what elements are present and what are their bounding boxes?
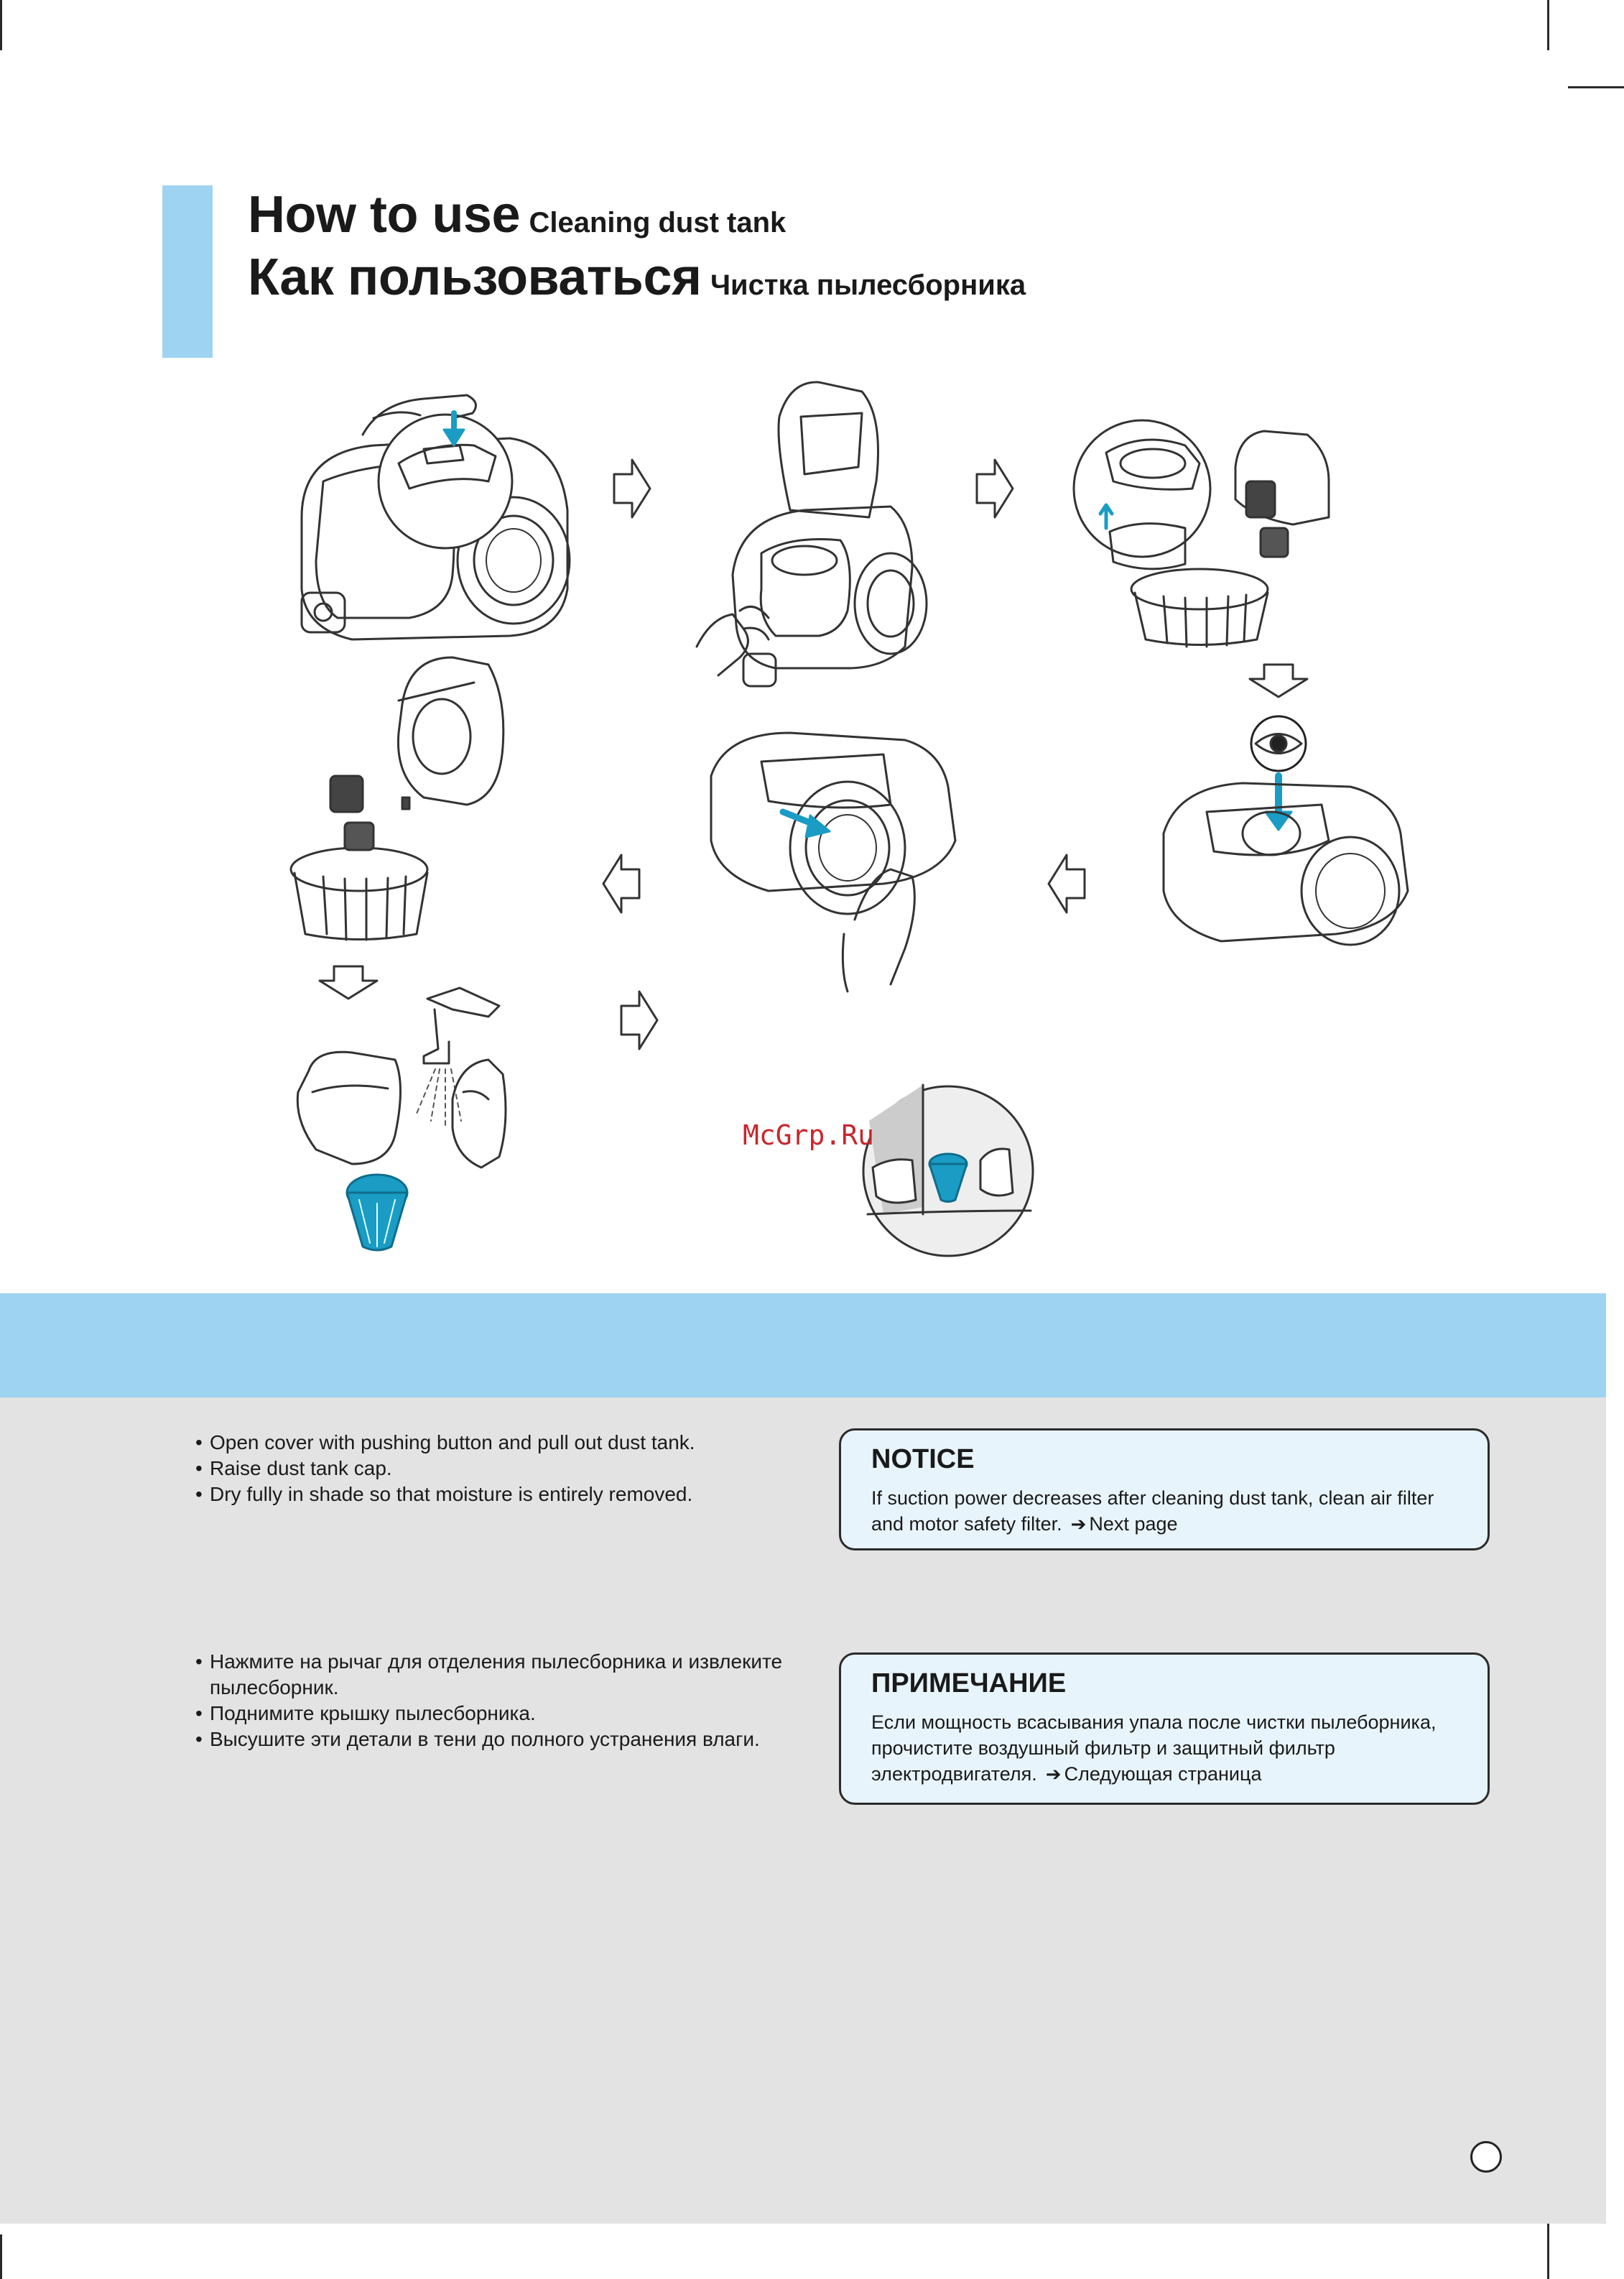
filter-icon <box>928 1152 968 1203</box>
title-en-main: How to use <box>248 186 521 244</box>
step6-trash-illustration <box>289 656 505 941</box>
watermark: McGrp.Ru <box>743 1119 875 1151</box>
title-ru-sub: Чистка пылесборника <box>710 269 1026 301</box>
notice-heading: ПРИМЕЧАНИЕ <box>871 1668 1067 1698</box>
arrow-down-icon <box>318 663 1309 1000</box>
page-number-circle <box>1470 2141 1502 2173</box>
crop-mark <box>1547 0 1549 50</box>
notice-box-en: NOTICE If suction power decreases after … <box>839 1428 1490 1550</box>
step1-vacuum-illustration <box>300 394 571 641</box>
step7-wash-illustration <box>296 1050 507 1169</box>
notice-text: If suction power decreases after cleanin… <box>871 1485 1457 1537</box>
page-title-ru: Как пользоваться Чистка пылесборника <box>248 248 1026 307</box>
list-item: Нажмите на рычаг для отделения пылесборн… <box>194 1649 826 1701</box>
cleaning-steps-illustration <box>289 381 1409 1257</box>
filter-icon <box>345 1173 409 1252</box>
notice-box-ru: ПРИМЕЧАНИЕ Если мощность всасывания упал… <box>839 1652 1490 1805</box>
faucet-icon <box>422 986 501 1065</box>
notice-body: If suction power decreases after cleanin… <box>871 1487 1434 1535</box>
crop-mark <box>0 0 2 50</box>
list-item: Поднимите крышку пылесборника. <box>194 1701 826 1726</box>
dust-clump <box>1245 480 1276 519</box>
list-item: Raise dust tank cap. <box>194 1456 826 1481</box>
step2-vacuum-illustration <box>695 381 928 688</box>
instructions-list-en: Open cover with pushing button and pull … <box>194 1430 826 1507</box>
step3-trash-illustration <box>1072 419 1330 648</box>
arrow-left-icon <box>602 854 1086 914</box>
list-item: Open cover with pushing button and pull … <box>194 1430 826 1456</box>
list-item: Dry fully in shade so that moisture is e… <box>194 1481 826 1507</box>
step5-tank-illustration <box>710 731 957 993</box>
section-divider-band <box>0 1293 1606 1397</box>
arrow-right-icon: ➔ <box>1070 1513 1087 1535</box>
arrow-right-icon: ➔ <box>1045 1763 1062 1785</box>
next-page-link[interactable]: Следующая страница <box>1064 1763 1262 1785</box>
next-page-link[interactable]: Next page <box>1089 1513 1178 1535</box>
dust-clump <box>329 775 364 813</box>
crop-mark <box>1547 2220 1549 2279</box>
notice-heading: NOTICE <box>871 1444 975 1474</box>
notice-body: Если мощность всасывания упала после чис… <box>871 1711 1437 1785</box>
arrow-right-icon <box>613 458 1014 1050</box>
eye-icon <box>1250 715 1307 772</box>
list-item: Высушите эти детали в тени до полного ус… <box>194 1726 826 1752</box>
step4-tank-illustration <box>1162 782 1409 946</box>
instructions-list-ru: Нажмите на рычаг для отделения пылесборн… <box>194 1649 826 1752</box>
notice-text: Если мощность всасывания упала после чис… <box>871 1709 1457 1787</box>
page-title-en: How to use Cleaning dust tank <box>248 185 786 244</box>
crop-mark <box>1568 86 1624 88</box>
title-en-sub: Cleaning dust tank <box>529 207 787 239</box>
title-accent-bar <box>162 185 213 358</box>
crop-mark <box>0 2234 2 2279</box>
title-ru-main: Как пользоваться <box>248 249 702 306</box>
